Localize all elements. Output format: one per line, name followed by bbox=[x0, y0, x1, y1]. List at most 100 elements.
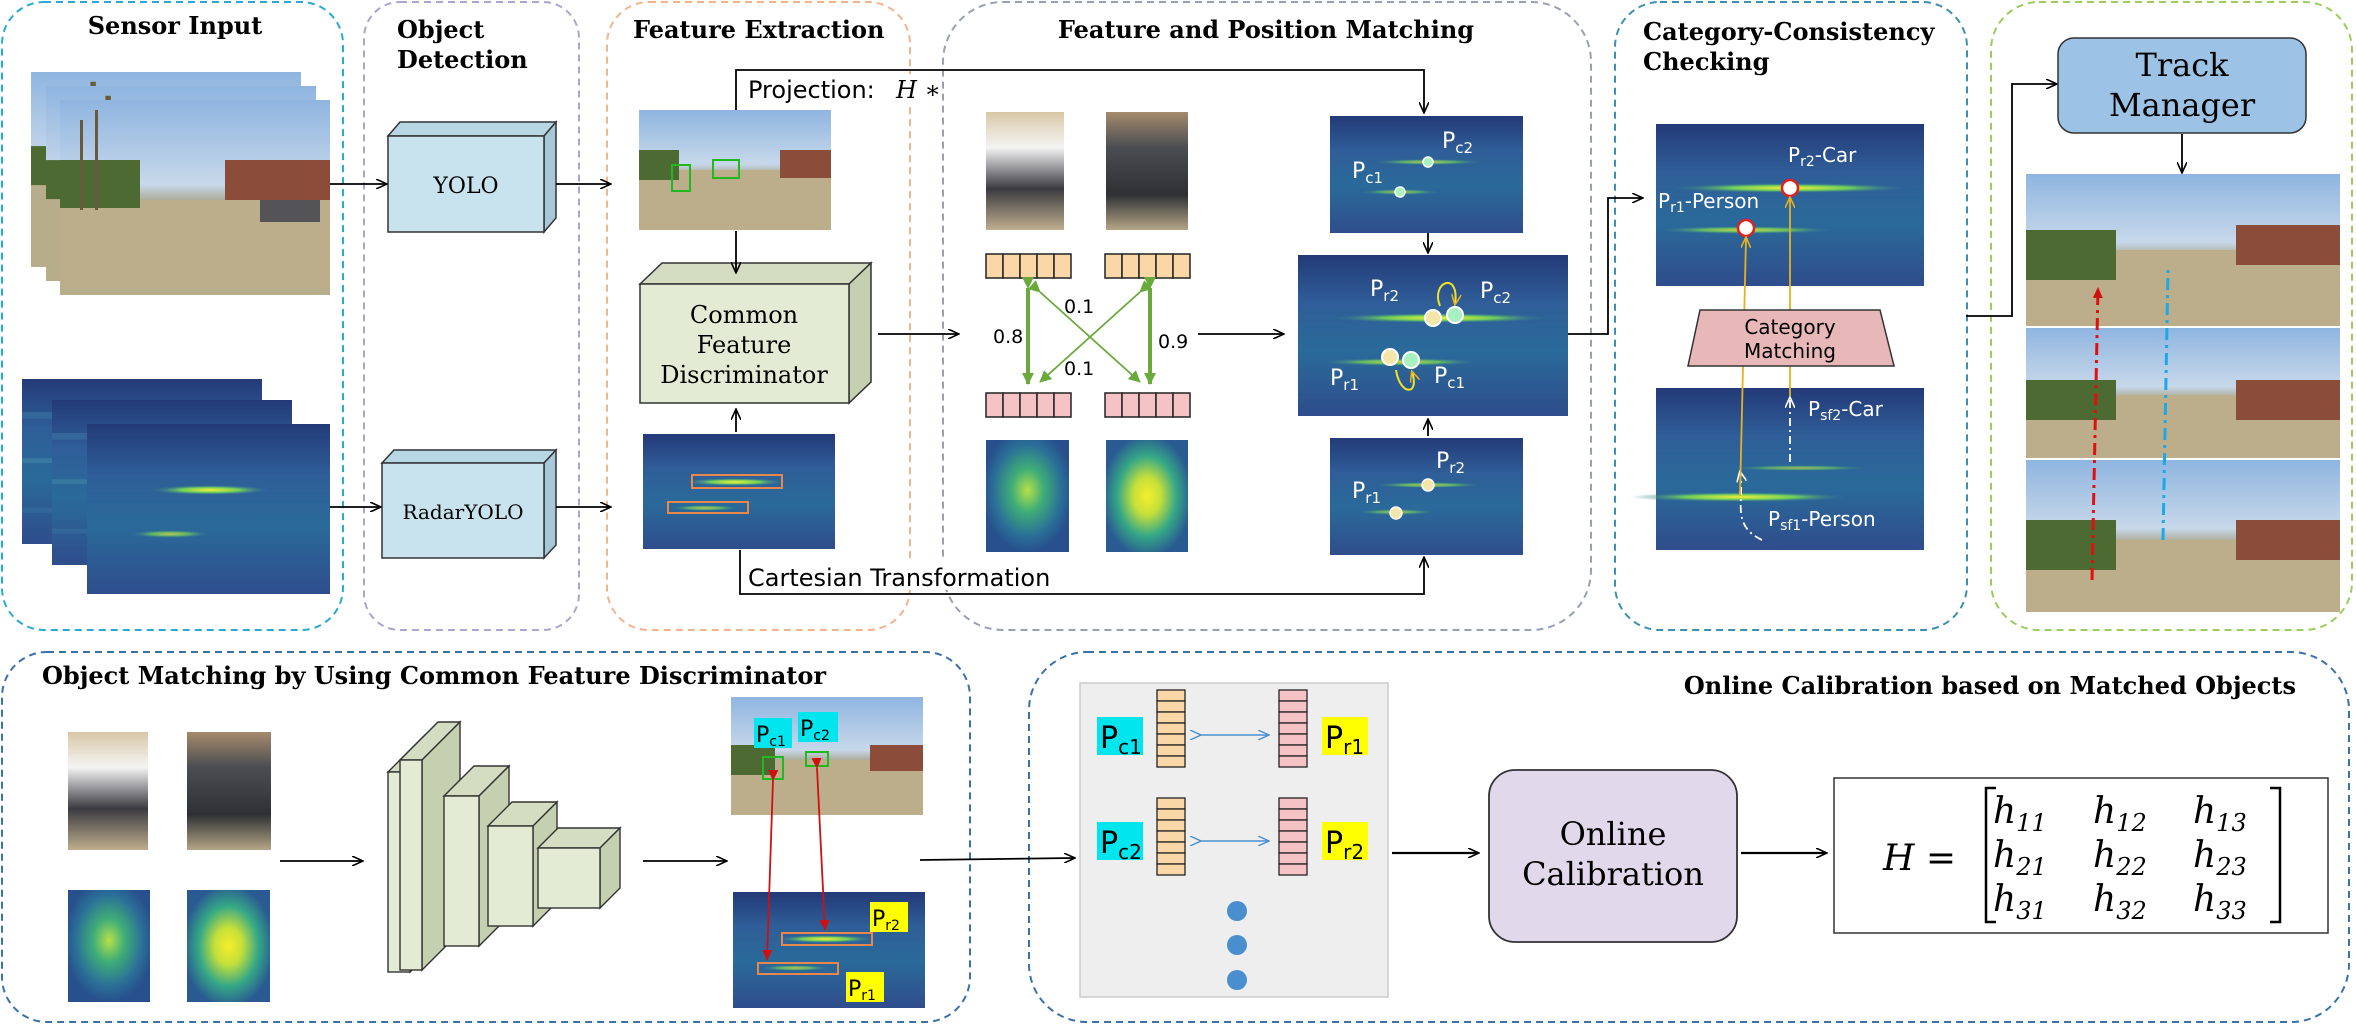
title-object-detection-2: Detection bbox=[397, 45, 528, 74]
matrix-cell-h21: h21 bbox=[1993, 835, 2047, 881]
category-top-labels: Pr2-Car Pr1-Person bbox=[1658, 143, 1857, 216]
svg-text:Pr2: Pr2 bbox=[1370, 277, 1399, 305]
projection-label: Projection: bbox=[748, 76, 875, 104]
feature-vector-camera bbox=[985, 253, 1191, 279]
matrix-cell-h31: h31 bbox=[1993, 879, 2047, 925]
matrix-bracket-left bbox=[1984, 786, 1996, 924]
yolo-label: YOLO bbox=[432, 174, 498, 199]
yolo-box bbox=[386, 119, 558, 235]
cfd-box bbox=[638, 261, 873, 405]
title-category-1: Category-Consistency bbox=[1643, 17, 1935, 46]
online-calibration-label-1: Online bbox=[1560, 815, 1667, 853]
match-line-car bbox=[811, 757, 830, 931]
radar-map bbox=[1330, 438, 1523, 555]
svg-text:Pc1: Pc1 bbox=[1100, 721, 1142, 759]
category-bottom-labels: Psf2-Car Psf1-Person bbox=[1768, 397, 1884, 534]
matrix-cell-h22: h22 bbox=[2093, 835, 2147, 881]
radar-image-stack bbox=[22, 379, 330, 594]
match-line-person bbox=[762, 769, 779, 961]
cat-psf1-class: -Person bbox=[1801, 507, 1875, 531]
label-pr1-p: P bbox=[1330, 366, 1343, 391]
radar-blob-car bbox=[1106, 440, 1188, 552]
label-pr2-sub: r2 bbox=[1383, 287, 1399, 305]
feature-vector-radar bbox=[985, 392, 1191, 418]
cartesian-label-bg bbox=[744, 560, 1064, 590]
sensor-input-panel bbox=[1, 1, 344, 631]
weight-arrow-3 bbox=[1039, 280, 1153, 383]
matrix-cell-h23: h23 bbox=[2193, 835, 2247, 881]
om-car-crop bbox=[187, 732, 271, 850]
cal-pr2-p: P bbox=[1325, 826, 1343, 861]
label-pr1b-sub: r1 bbox=[1365, 489, 1381, 507]
label-pr1-sub: r1 bbox=[1343, 376, 1359, 394]
cat-pr1-class: -Person bbox=[1685, 189, 1759, 213]
label-pr1b-p: P bbox=[1352, 479, 1365, 504]
svg-text:Pr2: Pr2 bbox=[1325, 826, 1364, 864]
svg-text:Pr2-Car: Pr2-Car bbox=[1788, 143, 1857, 170]
category-link-person bbox=[1739, 238, 1746, 497]
om-pc1-p: P bbox=[756, 723, 769, 748]
cat-pr1-sub: r1 bbox=[1670, 200, 1685, 216]
cnn-layer-5 bbox=[536, 826, 622, 910]
svg-text:Pr1: Pr1 bbox=[848, 977, 876, 1004]
weight-label-1: 0.8 bbox=[993, 326, 1023, 348]
arrow-cartesian bbox=[739, 550, 1424, 595]
title-category-2: Checking bbox=[1643, 47, 1770, 76]
svg-text:Pc2: Pc2 bbox=[800, 717, 830, 744]
matrix-cell-h11: h11 bbox=[1993, 791, 2047, 837]
label-pc1b-p: P bbox=[1434, 364, 1447, 389]
ellipsis-dot-1 bbox=[1227, 901, 1247, 921]
label-pc1-p: P bbox=[1352, 159, 1365, 184]
svg-text:Pc1: Pc1 bbox=[756, 723, 786, 750]
cal-pr1-sub: r1 bbox=[1343, 735, 1364, 759]
cal-pc1-p: P bbox=[1100, 721, 1118, 756]
car-crop bbox=[1106, 112, 1188, 230]
label-pr2b-p: P bbox=[1436, 449, 1449, 474]
person-crop bbox=[986, 112, 1064, 230]
feature-position-panel bbox=[942, 1, 1592, 631]
svg-text:Pr1: Pr1 bbox=[1325, 721, 1364, 759]
weight-label-4: 0.9 bbox=[1158, 331, 1188, 353]
om-person-crop bbox=[68, 732, 148, 850]
cat-psf1-sub: sf1 bbox=[1780, 518, 1801, 534]
om-point-labels: Pc1 Pc2 Pr2 Pr1 bbox=[754, 712, 908, 1004]
fused-map bbox=[1298, 255, 1568, 416]
vector-radar-person bbox=[985, 392, 1072, 418]
om-pr2-sub: r2 bbox=[885, 918, 900, 934]
point-labels-fpm: Pc1 Pc2 Pr2 Pc2 Pr1 Pc1 Pr1 Pr2 bbox=[1330, 129, 1511, 507]
object-matching-panel bbox=[1, 651, 971, 1023]
om-pr1-sub: r1 bbox=[861, 988, 876, 1004]
category-matching-box bbox=[1687, 309, 1895, 367]
vector-camera-person bbox=[985, 253, 1072, 279]
cnn-network bbox=[386, 720, 622, 974]
arrow-projection bbox=[735, 69, 1424, 112]
calib-vector-c2 bbox=[1156, 797, 1186, 876]
calib-vector-r1 bbox=[1278, 689, 1308, 768]
cat-psf2-class: -Car bbox=[1841, 397, 1883, 421]
projection-label-bg bbox=[744, 74, 920, 106]
svg-text:Pr1-Person: Pr1-Person bbox=[1658, 189, 1759, 216]
track-manager-box bbox=[2057, 37, 2307, 134]
cfd-label-2: Feature bbox=[697, 331, 792, 359]
label-pc2b-sub: c2 bbox=[1493, 289, 1511, 307]
calib-vector-r2 bbox=[1278, 797, 1308, 876]
om-pr1-p: P bbox=[848, 977, 861, 1002]
radar-blob-person bbox=[986, 440, 1069, 552]
radar-yolo-label: RadarYOLO bbox=[402, 500, 523, 524]
cat-psf2-sub: sf2 bbox=[1820, 408, 1841, 424]
label-pr2-p: P bbox=[1370, 277, 1383, 302]
matrix-cell-h13: h13 bbox=[2193, 791, 2247, 837]
matrix-box bbox=[1833, 777, 2329, 934]
title-feature-extraction: Feature Extraction bbox=[633, 15, 885, 44]
cat-psf2-p: P bbox=[1808, 397, 1820, 421]
cat-pr2-class: -Car bbox=[1815, 143, 1857, 167]
category-matching-label-2: Matching bbox=[1744, 339, 1836, 363]
ellipsis-dot-3 bbox=[1227, 970, 1247, 990]
arrow-to-calibration-panel bbox=[919, 858, 1074, 860]
online-calibration-panel bbox=[1028, 651, 2350, 1023]
cat-pr2-p: P bbox=[1788, 143, 1800, 167]
weight-label-3: 0.1 bbox=[1064, 358, 1094, 380]
matrix-cell-h12: h12 bbox=[2093, 791, 2147, 837]
camera-image-stack bbox=[31, 72, 330, 295]
